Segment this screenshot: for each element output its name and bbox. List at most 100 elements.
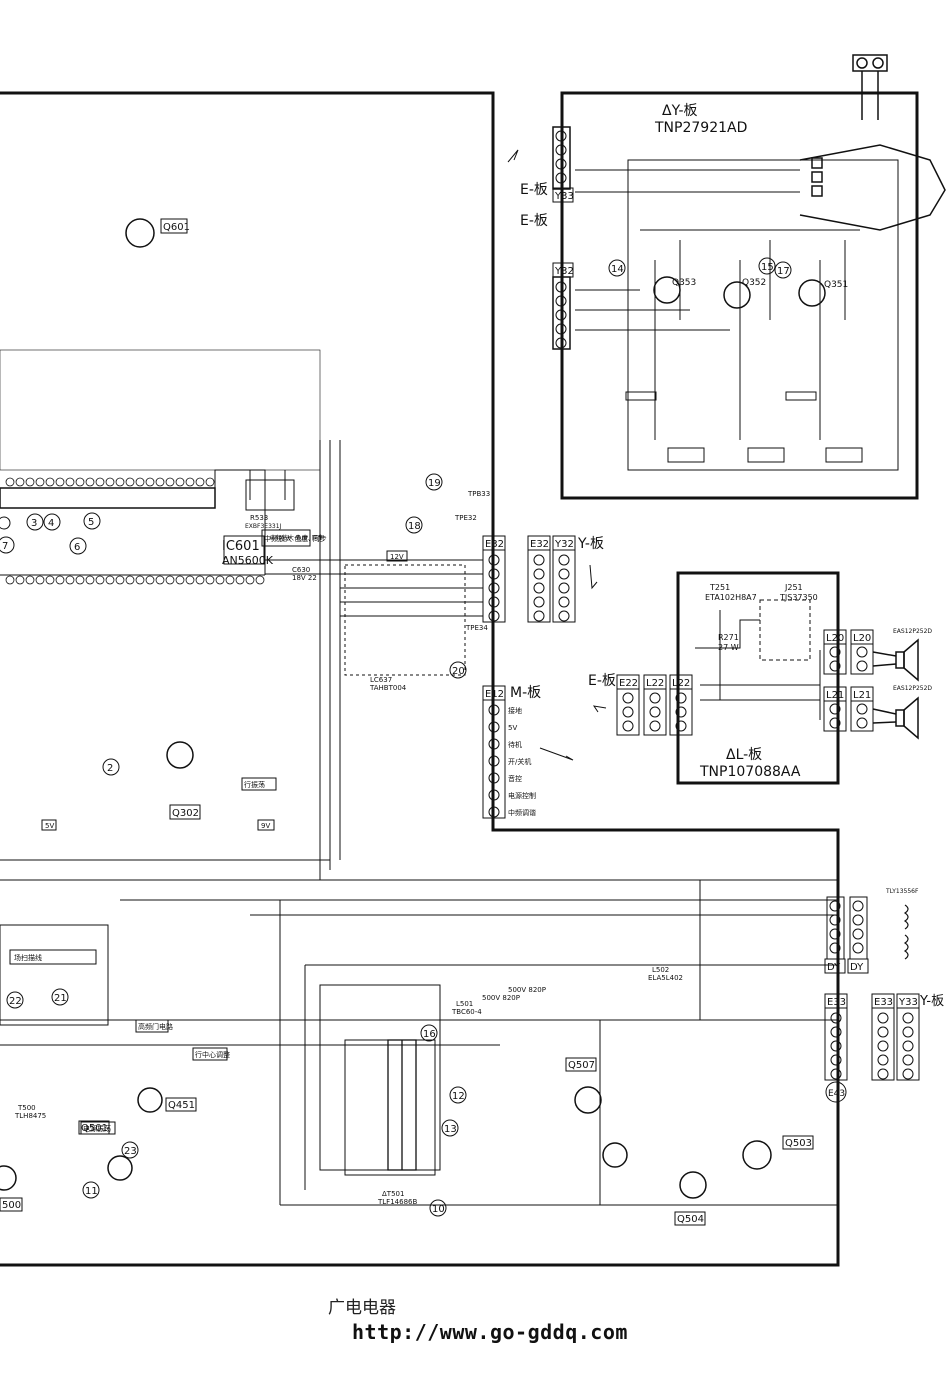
q302-label-box: Q302 — [169, 804, 201, 820]
t501-flyback-icon — [387, 1039, 417, 1171]
svg-text:E32: E32 — [530, 539, 549, 550]
svg-text:E22: E22 — [619, 678, 638, 689]
svg-text:22: 22 — [9, 996, 22, 1007]
connector-e43: E43 — [825, 1081, 847, 1103]
svg-text:2: 2 — [107, 763, 113, 774]
svg-text:Q302: Q302 — [172, 808, 199, 819]
connector-dy1: DY — [824, 896, 846, 974]
t501-part: TLF14686B — [377, 1198, 417, 1206]
svg-text:9V: 9V — [261, 822, 270, 830]
svg-text:23: 23 — [124, 1146, 137, 1157]
q501-transistor-icon: Q501 — [78, 1120, 133, 1181]
svg-text:5V: 5V — [45, 822, 54, 830]
tp-22: 15 — [758, 257, 776, 275]
svg-text:500: 500 — [2, 1200, 21, 1211]
connector-l22b: L22 — [669, 674, 693, 736]
tpe34-label: TPE34 — [465, 624, 488, 632]
q351-transistor-icon — [798, 279, 826, 307]
connector-e32-mid: E32 — [527, 535, 551, 623]
q504-transistor-icon: Q504 — [674, 1171, 707, 1226]
e-board-y33-label: E-板 — [520, 182, 548, 198]
speaker-icon — [872, 638, 919, 740]
svg-text:ETA102H8A7: ETA102H8A7 — [705, 593, 757, 602]
tp-20: 20 — [449, 661, 467, 679]
svg-text:Y32: Y32 — [554, 266, 574, 277]
y-board-title: ΔY-板 — [662, 103, 698, 119]
svg-text:电源振荡: 电源振荡 — [83, 1124, 111, 1133]
e-board-y32-label: E-板 — [520, 213, 548, 229]
tp-8 — [0, 516, 11, 530]
svg-text:12: 12 — [452, 1091, 465, 1102]
ic601-part: AN5600K — [222, 554, 274, 567]
tp-7: 3 — [26, 513, 44, 531]
t500-label: T500 — [17, 1104, 36, 1112]
q353-label: Q353 — [672, 278, 696, 288]
svg-text:E33: E33 — [827, 997, 846, 1008]
m-board-label: M-板 — [510, 685, 541, 701]
dy-part: TLY13556F — [885, 888, 919, 895]
q352-transistor-icon — [723, 281, 751, 309]
tp-16: 10 — [429, 1199, 447, 1217]
connector-e22: E22 — [616, 674, 640, 736]
svg-text:Q501: Q501 — [81, 1123, 108, 1134]
svg-text:C630: C630 — [292, 566, 310, 574]
q451-transistor-icon: Q451 — [137, 1087, 197, 1113]
c521-value: 500V 820P — [482, 994, 520, 1002]
svg-text:接地: 接地 — [508, 706, 522, 715]
svg-text:17: 17 — [777, 266, 790, 277]
tp-10: 22 — [6, 991, 24, 1009]
tp-18: 18 — [405, 516, 423, 534]
svg-text:14: 14 — [611, 264, 624, 275]
tp-19: 19 — [425, 473, 443, 491]
connector-y32-mid: Y32 — [552, 535, 576, 623]
tp-23: 14 — [608, 259, 626, 277]
ic601-name: IC601 — [222, 539, 260, 554]
svg-text:20: 20 — [452, 666, 465, 677]
svg-text:R271: R271 — [718, 633, 739, 642]
svg-text:Q507: Q507 — [568, 1060, 595, 1071]
svg-text:18: 18 — [408, 521, 421, 532]
svg-text:J251: J251 — [784, 583, 803, 592]
l501-part: TBC60-4 — [451, 1008, 482, 1016]
tp-4: 6 — [69, 537, 87, 555]
t500-part: TLH8475 — [14, 1112, 46, 1120]
svg-text:13: 13 — [444, 1124, 457, 1135]
svg-text:LC637: LC637 — [370, 676, 392, 684]
svg-text:19: 19 — [428, 478, 441, 489]
supply-labels: 12V 9V 5V — [41, 550, 408, 831]
svg-text:E32: E32 — [485, 539, 504, 550]
tpb33-label: TPB33 — [467, 490, 490, 498]
connector-y33b: Y33 — [896, 993, 920, 1081]
svg-text:L21: L21 — [853, 690, 871, 701]
svg-text:21: 21 — [54, 993, 67, 1004]
svg-text:11: 11 — [85, 1186, 98, 1197]
tp-17: 13 — [441, 1119, 459, 1137]
c536-value: 500V 820P — [508, 986, 546, 994]
svg-text:场扫描线: 场扫描线 — [14, 953, 42, 962]
svg-text:12V: 12V — [390, 553, 404, 561]
l502-part: ELA5L402 — [648, 974, 683, 982]
svg-text:4: 4 — [48, 518, 54, 529]
y-board-box: ΔY-板 TNP27921AD — [520, 54, 946, 500]
tp-3: 7 — [0, 536, 15, 554]
q500-transistor-icon: 500 — [0, 1165, 23, 1212]
footer-site-name: 广电电器 — [328, 1298, 396, 1318]
svg-text:Q504: Q504 — [677, 1214, 704, 1225]
svg-text:中频调谐: 中频调谐 — [508, 808, 536, 817]
y-board-code: TNP27921AD — [654, 120, 747, 136]
svg-text:DY: DY — [850, 962, 864, 973]
svg-text:电源控制: 电源控制 — [508, 791, 536, 800]
svg-text:E12: E12 — [485, 689, 504, 700]
t501-label: ΔT501 — [382, 1190, 404, 1198]
svg-text:R533: R533 — [250, 514, 268, 522]
tp-6: 4 — [43, 513, 61, 531]
svg-text:TAHBT004: TAHBT004 — [369, 684, 407, 692]
y-board-mid-label: Y-板 — [577, 536, 604, 552]
connector-dy2: DY — [847, 896, 869, 974]
svg-text:T251: T251 — [709, 583, 730, 592]
svg-text:E33: E33 — [874, 997, 893, 1008]
connector-e32: E32 — [482, 535, 506, 623]
svg-text:DY: DY — [827, 962, 841, 973]
tp-15: 12 — [449, 1086, 467, 1104]
